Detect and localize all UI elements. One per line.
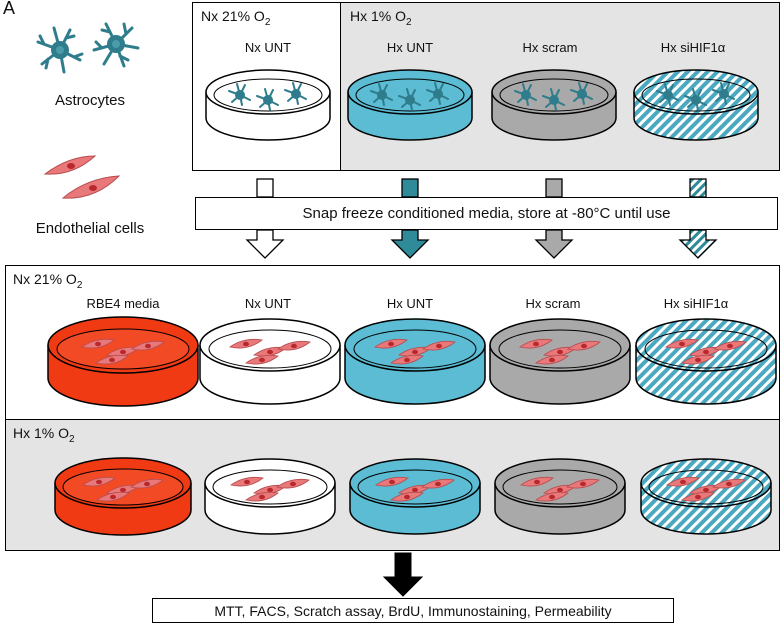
arrow-stem-teal <box>401 178 419 198</box>
dish-hx-unt-media <box>344 318 486 405</box>
nx-row-dish-label: Hx siHIF1α <box>663 296 729 311</box>
nx-row-title: Nx 21% O2 <box>13 271 83 291</box>
astrocyte-icon <box>36 22 140 74</box>
dish-nx-unt <box>205 69 331 141</box>
top-dish-label: Nx UNT <box>244 40 292 55</box>
astrocytes-label: Astrocytes <box>54 92 126 109</box>
arrow-down-white <box>245 229 285 259</box>
top-hx-title: Hx 1% O2 <box>350 8 412 28</box>
arrow-down-gray <box>534 229 574 259</box>
dish-hx-unt-media-hx <box>349 458 481 535</box>
top-dish-label: Hx UNT <box>386 40 434 55</box>
top-dish-label: Hx siHIF1α <box>660 40 726 55</box>
dish-hx-sihif1a-media <box>635 318 777 405</box>
nx-row-dish-label: Hx UNT <box>386 296 434 311</box>
process-banner: Snap freeze conditioned media, store at … <box>195 197 778 230</box>
arrow-down-teal <box>390 229 430 259</box>
panel-letter: A <box>3 0 16 18</box>
dish-hx-sihif1a <box>633 69 759 141</box>
top-nx-title: Nx 21% O2 <box>201 8 271 28</box>
dish-rbe4-media-hx <box>54 457 192 536</box>
dish-hx-unt <box>347 69 473 141</box>
arrow-stem-hatched <box>689 178 707 198</box>
arrow-stem-white <box>256 178 274 198</box>
arrow-stem-gray <box>545 178 563 198</box>
arrow-down-hatched <box>678 229 718 259</box>
nx-row-dish-label: Hx scram <box>525 296 581 311</box>
arrow-to-assays <box>382 552 424 597</box>
dish-hx-scram <box>491 69 617 141</box>
hx-row-title: Hx 1% O2 <box>13 425 75 445</box>
dish-hx-sihif1a-media-hx <box>640 458 772 535</box>
dish-hx-scram-media <box>489 318 631 405</box>
dish-nx-unt-media-hx <box>204 458 336 535</box>
endothelial-cell-icon <box>43 155 121 199</box>
nx-row-dish-label: RBE4 media <box>86 296 160 311</box>
nx-row-dish-label: Nx UNT <box>244 296 292 311</box>
top-dish-label: Hx scram <box>522 40 578 55</box>
dish-rbe4-media <box>47 316 199 407</box>
endothelial-cells-label: Endothelial cells <box>35 220 145 237</box>
assays-box: MTT, FACS, Scratch assay, BrdU, Immunost… <box>152 598 674 623</box>
dish-hx-scram-media-hx <box>494 458 626 535</box>
dish-nx-unt-media <box>199 318 341 405</box>
